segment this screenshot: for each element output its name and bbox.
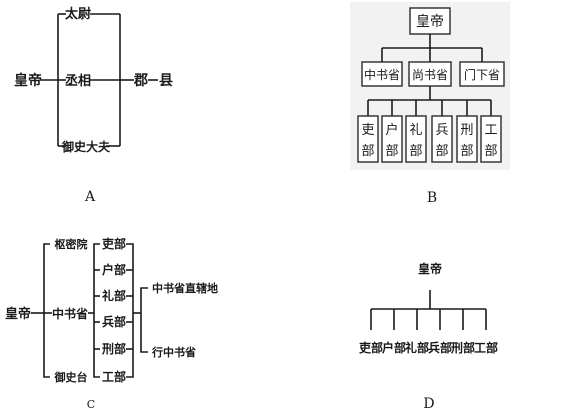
diagram-d-ministry-li: 吏部 [359,340,383,355]
diagram-b-ministry-hu-char1: 户 [385,122,398,138]
diagram-c-ministry-xing: 刑部 [102,341,126,356]
diagram-c-organ-yushitai: 御史台 [54,370,88,384]
diagram-c-emperor: 皇帝 [5,306,31,322]
diagram-b-emperor: 皇帝 [416,14,444,30]
diagram-d-ministry-xing: 刑部 [451,340,475,355]
diagram-b-ministry-xing-char1: 刑 [460,123,473,138]
diagram-b-caption: B [427,190,437,206]
diagram-a: 皇帝 太尉 丞相 御史大夫 郡 县 A [14,6,173,205]
diagram-b: 皇帝 中书省 尚书省 门下省 吏 部 户 部 礼 部 兵 部 刑 [350,2,510,206]
diagram-b-ministry-bing-char1: 兵 [435,123,448,138]
diagram-b-ministry-bing-char2: 部 [435,144,448,159]
diagram-a-commandery: 郡 [133,73,148,89]
diagram-b-ministry-li-char1: 吏 [361,122,374,138]
diagram-a-caption: A [84,189,96,205]
diagram-b-ministry-gong-char1: 工 [484,123,497,138]
diagram-c-ministry-hu: 户部 [102,262,126,277]
diagram-b-ministry-box-xing [456,115,478,163]
diagram-d-caption: D [423,396,434,412]
diagram-c-region-direct: 中书省直辖地 [152,281,218,295]
diagram-d-emperor: 皇帝 [418,261,442,276]
diagram-c-caption: C [87,398,95,411]
diagram-b-ministry-gong-char2: 部 [484,144,497,159]
diagram-c-organ-shumiyuan: 枢密院 [55,237,88,251]
diagram-b-dept-box-zhongshu [361,61,403,87]
diagram-c-ministry-li: 吏部 [102,236,126,251]
diagram-b-ministry-xing-char2: 部 [460,144,473,159]
diagram-b-ministry-box-gong [480,115,502,163]
diagram-a-official-taiwei: 太尉 [64,6,91,22]
diagram-b-dept-menxia: 门下省 [464,67,500,82]
diagram-b-dept-zhongshu: 中书省 [364,67,400,82]
diagram-a-county: 县 [159,73,173,89]
diagram-c-ministry-gong: 工部 [102,369,126,384]
diagram-b-dept-box-menxia [459,61,505,87]
diagram-c-organ-zhongshusheng: 中书省 [52,306,88,321]
diagram-c-ministry-li2: 礼部 [102,288,126,303]
diagram-b-ministry-box-li2 [405,115,427,163]
diagram-a-emperor: 皇帝 [14,72,42,89]
diagram-a-official-chengxiang: 丞相 [65,73,91,89]
diagram-b-ministry-li2-char1: 礼 [409,122,422,138]
diagram-d-ministry-hu: 户部 [382,340,406,355]
diagram-a-official-yushidafu: 御史大夫 [61,139,111,154]
diagram-b-ministry-li2-char2: 部 [409,144,422,159]
diagram-b-ministry-li-char2: 部 [361,144,374,159]
diagram-b-dept-box-shangshu [408,61,452,87]
diagram-c: 皇帝 枢密院 中书省 御史台 吏部 户部 礼部 兵部 刑部 工部 中书省直辖地 … [5,236,218,411]
diagram-b-ministry-box-li [357,115,379,163]
diagram-d-ministry-bing: 兵部 [428,340,452,355]
diagram-c-region-provincial: 行中书省 [151,345,196,359]
diagram-b-ministry-box-hu [381,115,403,163]
diagram-d-ministry-gong: 工部 [474,340,498,355]
diagram-b-dept-shangshu: 尚书省 [412,68,448,82]
diagram-d-ministry-li2: 礼部 [405,340,429,355]
diagram-d: 皇帝 吏部 户部 礼部 兵部 刑部 工部 D [359,261,498,412]
diagram-b-ministry-box-bing [431,115,453,163]
diagram-c-ministry-bing: 兵部 [102,314,126,329]
diagram-b-ministry-hu-char2: 部 [385,144,398,159]
